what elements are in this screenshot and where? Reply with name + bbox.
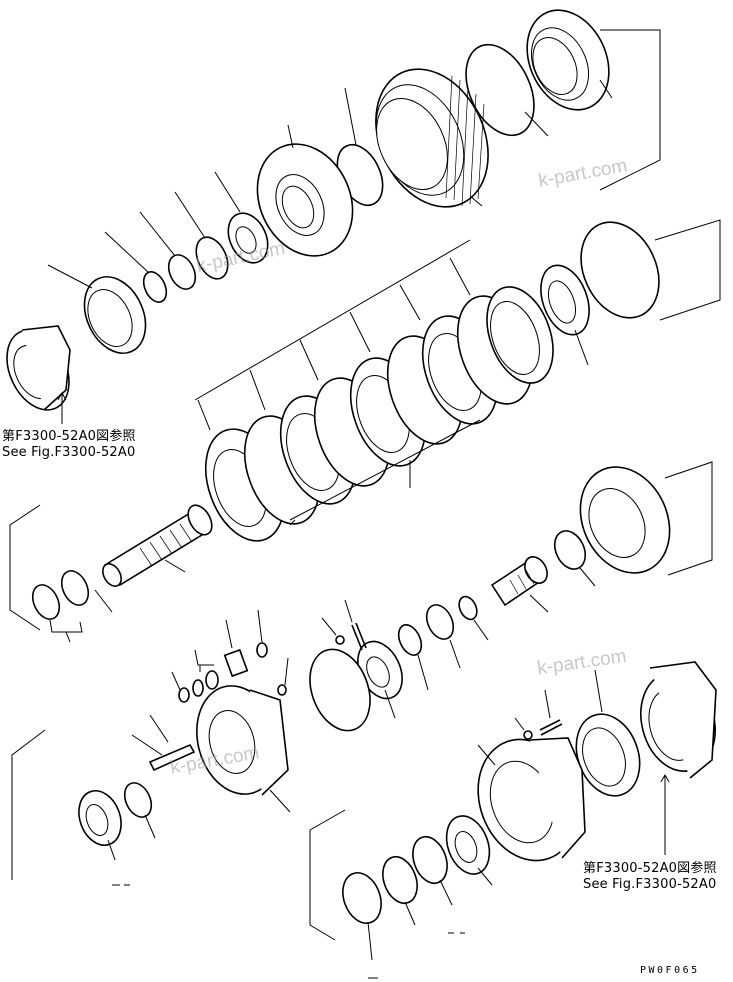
seal-ring-2 bbox=[60, 570, 90, 606]
thrust-washer-4 bbox=[397, 624, 423, 656]
reference-en-text: See Fig.F3300-52A0 bbox=[2, 445, 136, 460]
bracket-lower-left bbox=[11, 729, 46, 880]
reference-jp-text: 第F3300-52A0図参照 bbox=[583, 861, 717, 876]
snap-ring-small bbox=[142, 271, 168, 303]
washer-lower bbox=[523, 730, 533, 740]
bearing-cup-right bbox=[575, 713, 641, 797]
snap-ring-large bbox=[580, 221, 660, 319]
snap-ring-lower bbox=[123, 782, 153, 818]
planet-carrier-left bbox=[196, 685, 289, 796]
planet-gear-plate bbox=[357, 640, 403, 700]
snap-ring-right bbox=[553, 530, 587, 570]
bracket-carrier-right bbox=[664, 461, 713, 576]
thrust-washer-3 bbox=[425, 604, 455, 640]
figure-reference-bottom-right: 第F3300-52A0図参照 See Fig.F3300-52A0 bbox=[583, 861, 717, 893]
bracket-upper-right bbox=[654, 219, 721, 321]
seal-ring-1 bbox=[31, 584, 61, 620]
clutch-discs bbox=[204, 286, 554, 542]
thrust-washer-1 bbox=[195, 236, 229, 280]
planet-carrier-right bbox=[579, 466, 671, 574]
ball-bearing-right bbox=[540, 264, 590, 336]
needle-bearing-top bbox=[227, 212, 269, 264]
sun-gear-shaft bbox=[490, 556, 548, 607]
shaft-pin bbox=[148, 743, 196, 772]
figure-reference-top-left: 第F3300-52A0図参照 See Fig.F3300-52A0 bbox=[2, 429, 136, 461]
thrust-washer-lower-1 bbox=[412, 835, 448, 885]
reference-jp-text: 第F3300-52A0図参照 bbox=[2, 429, 136, 444]
thrust-washer-lower-2 bbox=[382, 855, 418, 905]
carrier-plate bbox=[256, 143, 354, 257]
reference-en-text: See Fig.F3300-52A0 bbox=[583, 877, 717, 892]
reference-arrow-right bbox=[660, 773, 670, 855]
input-shaft bbox=[102, 504, 213, 587]
gasket-plate bbox=[309, 648, 371, 732]
wheel-hub-housing bbox=[477, 737, 586, 862]
needle-bearing-small bbox=[458, 595, 478, 621]
bracket-clutch-pack bbox=[194, 239, 471, 431]
planet-gear-lower bbox=[445, 815, 491, 875]
bracket-shaft bbox=[9, 504, 41, 631]
o-ring-top bbox=[465, 43, 535, 137]
roller-bearing-lower bbox=[78, 790, 122, 846]
washer-small bbox=[335, 635, 345, 645]
drawing-code: PW0F065 bbox=[640, 965, 700, 976]
seal-ring-lower bbox=[342, 872, 382, 924]
reference-arrow-left bbox=[57, 391, 67, 424]
bearing-cone bbox=[83, 276, 147, 354]
hub-left bbox=[6, 325, 71, 411]
cover-housing-right bbox=[640, 661, 717, 779]
retainer-top bbox=[526, 9, 610, 111]
bolt-lower bbox=[539, 719, 563, 736]
bracket-bottom bbox=[309, 809, 346, 941]
bracket-top-right bbox=[599, 29, 661, 191]
pinion-pins bbox=[178, 642, 287, 703]
bolt-small bbox=[351, 622, 367, 651]
ring-gear-drum bbox=[375, 68, 489, 208]
